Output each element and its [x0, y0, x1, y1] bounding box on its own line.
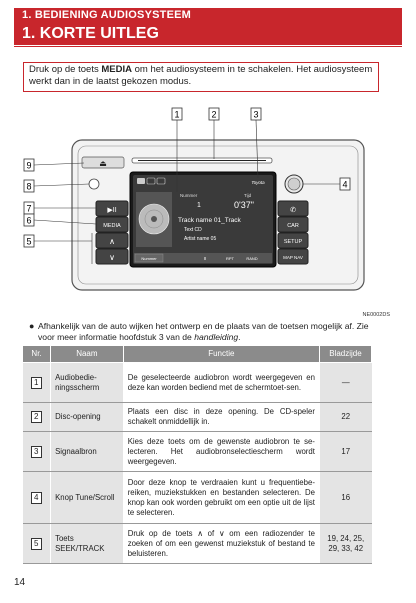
screen-artist: Artist name 05: [184, 236, 216, 242]
header-functie: Functie: [122, 345, 320, 363]
row-function: Kies deze toets om de gewenste audiobron…: [123, 431, 320, 472]
car-button-label: CAR: [287, 223, 299, 229]
svg-text:6: 6: [26, 216, 31, 226]
row-page: 17: [318, 431, 372, 472]
page-title: 1. KORTE UITLEG: [14, 23, 402, 45]
note-italic-handleiding: handleiding: [194, 331, 239, 342]
section-header: 1. BEDIENING AUDIOSYSTEEM: [14, 8, 402, 23]
svg-text:8: 8: [26, 182, 31, 192]
row-number-box: 1: [30, 376, 42, 389]
table-row: 1 Audiobedie-ningsscherm De geselecteerd…: [22, 362, 372, 403]
callout-9: 9: [23, 158, 85, 172]
bullet-icon: ●: [29, 321, 35, 331]
left-button-column: ▶II MEDIA ∧ ∨: [95, 200, 129, 265]
row-number-box: 4: [30, 491, 42, 504]
seek-up-button-label: ∧: [109, 237, 115, 246]
page-number: 14: [14, 577, 26, 588]
intro-text-after: om het audiosysteem in te schakelen. Het…: [29, 64, 373, 87]
header-nr: Nr.: [21, 345, 52, 363]
play-pause-button-label: ▶II: [107, 207, 116, 214]
reference-table: Nr. Naam Functie Bladzijde 1 Audiobedie-…: [21, 345, 373, 564]
figure-code: NE0002DS: [362, 312, 390, 318]
screen-tab-rpt: RPT: [226, 256, 235, 261]
row-page: 22: [318, 402, 372, 432]
callout-1: 1: [171, 107, 183, 192]
phone-icon: ✆: [290, 206, 296, 214]
intro-text-before: Druk op de toets: [29, 64, 102, 75]
row-function: Door deze knop te verdraaien kunt u freq…: [123, 471, 320, 524]
header-bladzijde: Bladzijde: [318, 345, 373, 363]
intro-box: Druk op de toets MEDIA om het audiosyste…: [23, 62, 379, 92]
intro-media-keyword: MEDIA: [101, 64, 132, 75]
table-row: 4 Knop Tune/Scroll Door deze knop te ver…: [22, 471, 372, 524]
screen-time: 0'37": [234, 200, 254, 210]
svg-text:9: 9: [26, 161, 31, 171]
callout-3: 3: [250, 107, 262, 179]
svg-text:3: 3: [253, 110, 258, 120]
svg-text:5: 5: [26, 237, 31, 247]
screen-tab-rand: RAND: [246, 256, 257, 261]
row-name: Disc-opening: [50, 402, 124, 432]
design-note: ●Afhankelijk van de auto wijken het ontw…: [29, 321, 378, 342]
table-row: 3 Signaalbron Kies deze toets om de gewe…: [22, 431, 372, 472]
svg-text:4: 4: [342, 180, 347, 190]
svg-text:7: 7: [26, 204, 31, 214]
row-number-box: 3: [30, 445, 42, 458]
setup-button-label: SETUP: [284, 239, 303, 245]
note-text-before: Afhankelijk van de auto wijken het ontwe…: [38, 321, 369, 342]
row-function: Plaats een disc in deze opening. De CD-s…: [123, 402, 320, 432]
source-button-label: Toyota: [251, 180, 265, 185]
right-button-column: ✆ CAR SETUP MAP NAV: [277, 200, 309, 265]
map-nav-button-label: MAP NAV: [283, 255, 303, 260]
eject-icon: ⏏: [99, 159, 107, 168]
row-function: De geselecteerde audiobron wordt weergeg…: [123, 362, 320, 403]
screen-track-name: Track name 01_Track: [178, 217, 241, 224]
row-page: 16: [318, 471, 372, 524]
seek-down-button-label: ∨: [109, 253, 115, 262]
row-page: 19, 24, 25, 29, 33, 42: [318, 523, 372, 564]
callout-6: 6: [23, 213, 97, 227]
header-naam: Naam: [50, 345, 124, 363]
callout-5: 5: [23, 233, 93, 264]
table-row: 5 Toets SEEK/TRACK Druk op de toets ∧ of…: [22, 523, 372, 564]
table-row: 2 Disc-opening Plaats een disc in deze o…: [22, 402, 372, 432]
row-name: Knop Tune/Scroll: [50, 471, 124, 524]
power-volume-knob: [88, 178, 100, 190]
svg-text:1: 1: [174, 110, 179, 120]
row-function: Druk op de toets ∧ of ∨ om een radiozend…: [123, 523, 320, 564]
row-name: Signaalbron: [50, 431, 124, 472]
screen-track-label: Nummer: [180, 193, 198, 198]
callout-4: 4: [303, 177, 351, 191]
row-name: Toets SEEK/TRACK: [50, 523, 124, 564]
audio-unit-illustration: ⏏ ▶II MEDIA ∧ ∨ ✆ CAR SETUP MAP NAV Toyo…: [23, 107, 390, 318]
table-header-row: Nr. Naam Functie Bladzijde: [21, 345, 373, 363]
screen-time-label: Tijd: [244, 193, 252, 198]
screen-tab-nummer: Nummer: [141, 256, 157, 261]
svg-text:2: 2: [211, 110, 216, 120]
title-divider: [14, 46, 402, 47]
note-text-after: .: [238, 331, 241, 342]
screen-tab-pause: II: [204, 256, 207, 261]
audio-screen: Toyota Nummer Tijd 1 0'37" Track name 01…: [129, 171, 277, 268]
callout-2: 2: [208, 107, 220, 159]
row-name: Audiobedie-ningsscherm: [50, 362, 124, 403]
audio-unit-figure: ⏏ ▶II MEDIA ∧ ∨ ✆ CAR SETUP MAP NAV Toyo…: [22, 104, 394, 319]
row-page: —: [318, 362, 372, 403]
row-number-box: 5: [30, 537, 42, 550]
screen-track-number: 1: [197, 202, 201, 209]
media-button-label: MEDIA: [103, 223, 121, 229]
screen-source-text: Text CD: [184, 227, 202, 233]
row-number-box: 2: [30, 411, 42, 423]
callout-8: 8: [23, 179, 90, 193]
